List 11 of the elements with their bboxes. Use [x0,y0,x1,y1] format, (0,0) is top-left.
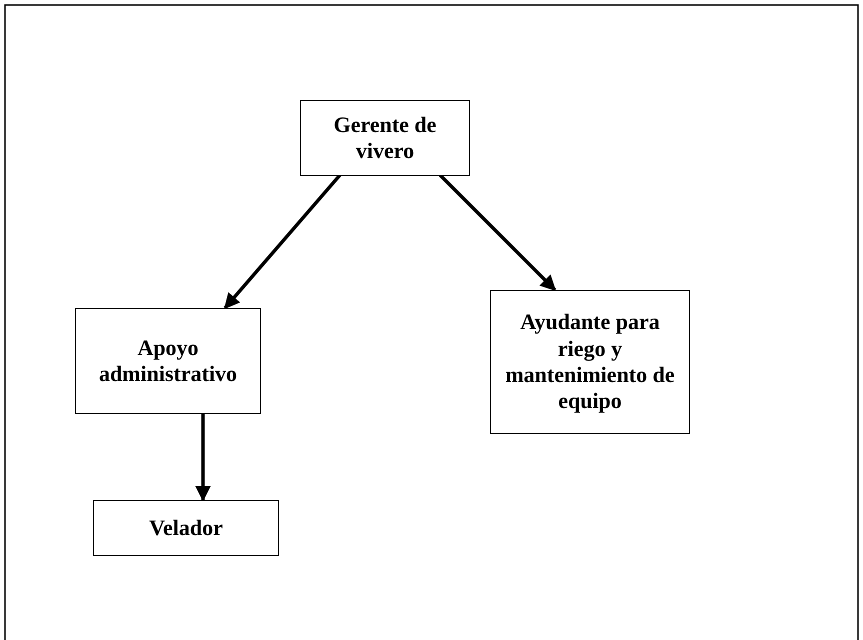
role-title: Apoyo administrativo [98,334,238,388]
role-title: Ayudante para riego y mantenimiento de equipo [504,309,676,415]
arrow [195,414,211,502]
role-box [75,308,261,414]
role-title: Gerente de vivero [332,112,438,164]
role-box [300,100,470,176]
arrow [224,174,342,310]
arrow [438,174,556,292]
role-box [490,290,690,434]
role-box [93,500,279,556]
role-title: Velador [149,514,223,542]
